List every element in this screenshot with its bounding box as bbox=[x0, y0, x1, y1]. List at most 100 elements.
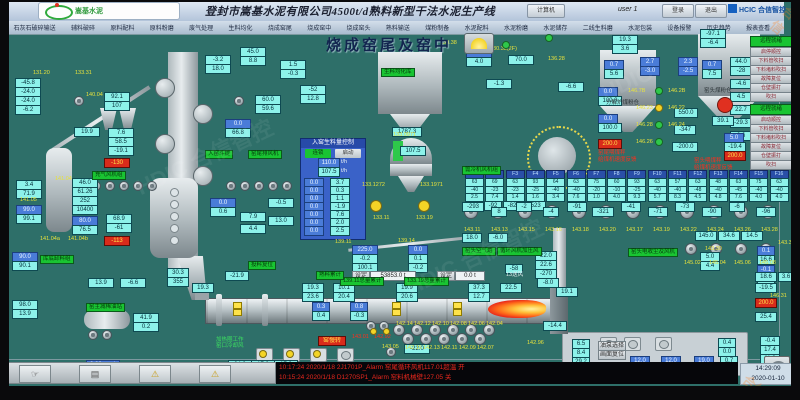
menu-item-15[interactable]: 二线生料磨 bbox=[582, 26, 613, 32]
menu-item-5[interactable]: 废气处理 bbox=[189, 26, 214, 32]
value-box: -0.5 bbox=[268, 198, 294, 208]
warning-icon[interactable]: ⚠ bbox=[139, 365, 171, 383]
equipment-tag: 145.04 bbox=[709, 260, 726, 266]
right-panel-button[interactable]: 吹扫 bbox=[750, 92, 792, 102]
value-box: -6.2 bbox=[15, 105, 41, 115]
right-panel-button[interactable]: 吹扫 bbox=[750, 160, 792, 170]
process-label: 窑头电收尘及风机 bbox=[628, 248, 679, 257]
value-box: 25.4 bbox=[755, 312, 777, 322]
value-box: 107.5 bbox=[318, 167, 340, 177]
equipment-tag: 140.04 bbox=[86, 92, 103, 98]
value-box: -71 bbox=[648, 207, 668, 217]
alarm-row[interactable]: 10:17:24 2020/1/18 2J1701P_Alarm 窑尾循环风机1… bbox=[279, 364, 465, 371]
equipment-tag: 142.07 bbox=[477, 345, 494, 351]
equipment-tag: 143.13 bbox=[491, 227, 508, 233]
interlock-button[interactable]: 连锁 bbox=[305, 149, 331, 158]
equipment-tag: 146.24 bbox=[668, 122, 685, 128]
value-box: 0.6 bbox=[210, 207, 236, 217]
value-box: -2 bbox=[516, 202, 532, 212]
equipment-tag: 145.06 bbox=[734, 260, 751, 266]
vessel-dot bbox=[170, 224, 179, 233]
value-box: -3.0 bbox=[640, 66, 660, 76]
indicator-circle-icon bbox=[341, 351, 351, 360]
motor-icon bbox=[254, 181, 264, 191]
warning-icon[interactable]: ⚠ bbox=[199, 365, 231, 383]
oil-station-tank bbox=[84, 310, 130, 329]
monitor-bezel-left bbox=[0, 0, 9, 400]
value-box: 200.0 bbox=[755, 298, 777, 308]
equipment-tag: 145.02 bbox=[684, 260, 701, 266]
screen-title: 烧成窑尾及窑中 bbox=[326, 37, 453, 54]
indicator-circle-icon bbox=[628, 340, 638, 349]
alarm-text: 窑尾喂煤秤 bbox=[598, 150, 626, 156]
fan-icon bbox=[465, 324, 477, 336]
logo-dot-icon bbox=[55, 3, 59, 7]
value-box: 39.1 bbox=[712, 116, 734, 126]
equipment-tag: 143.15 bbox=[518, 227, 535, 233]
panel-button[interactable]: 画面复位 bbox=[598, 350, 626, 360]
process-label: 循环风机加压风 bbox=[497, 247, 542, 256]
equipment-tag: 133.1272 bbox=[362, 182, 385, 188]
cursor-tool-icon[interactable]: ▤ bbox=[79, 365, 111, 383]
menu-item-1[interactable]: 石灰石破碎输送 bbox=[13, 26, 56, 32]
fan-icon bbox=[483, 324, 495, 336]
alarm-list[interactable]: 10:17:24 2020/1/18 2J1701P_Alarm 窑尾循环风机1… bbox=[276, 362, 738, 384]
logo-text: 嵩基水泥 bbox=[75, 8, 103, 15]
menu-item-4[interactable]: 原料粉磨 bbox=[149, 26, 174, 32]
kiln-tyre-mark-icon bbox=[233, 309, 242, 316]
value-box: 窑慢转 bbox=[318, 336, 346, 346]
menu-item-12[interactable]: 水泥配料 bbox=[464, 26, 489, 32]
menu-item-10[interactable]: 熟料输送 bbox=[385, 26, 410, 32]
kiln-tyre-mark-icon bbox=[233, 302, 242, 309]
menu-item-9[interactable]: 烧成窑头 bbox=[346, 26, 371, 32]
status-dot-icon bbox=[259, 350, 267, 358]
panel-indicator bbox=[655, 337, 672, 351]
text-label: t/h bbox=[341, 168, 348, 174]
value-box: 7.5 bbox=[702, 69, 722, 79]
menu-item-16[interactable]: 水泥包装 bbox=[628, 26, 653, 32]
menu-item-3[interactable]: 原料配料 bbox=[110, 26, 135, 32]
value-box: 10400 bbox=[72, 205, 98, 215]
monitor-button[interactable]: 计算机 bbox=[527, 4, 565, 18]
value-box: 0.0 bbox=[304, 226, 324, 236]
grid-cell: 4.0 bbox=[769, 193, 789, 202]
cursor-tool-icon[interactable]: ☞ bbox=[19, 365, 51, 383]
value-box: -113 bbox=[104, 236, 130, 246]
equipment-tag: 146.31 bbox=[770, 293, 787, 299]
menu-item-14[interactable]: 水泥储存 bbox=[543, 26, 568, 32]
status-dot-icon bbox=[717, 97, 733, 113]
value-box: 14.5 bbox=[741, 231, 763, 241]
equipment-tag: 142.14 bbox=[396, 321, 413, 327]
start-button[interactable]: 启动 bbox=[335, 149, 361, 158]
menu-item-19[interactable]: 报表查看 bbox=[746, 26, 771, 32]
vessel-dot bbox=[170, 236, 179, 245]
value-box: -6.6 bbox=[558, 82, 584, 92]
value-box: 23.6 bbox=[302, 292, 324, 302]
menu-item-2[interactable]: 辅料破碎 bbox=[71, 26, 96, 32]
cyclone-c3 bbox=[155, 134, 175, 154]
motor-icon bbox=[234, 96, 244, 106]
menu-item-13[interactable]: 水泥粉磨 bbox=[503, 26, 528, 32]
value-box: -6.4 bbox=[700, 38, 726, 48]
fan-icon bbox=[474, 333, 486, 345]
equipment-tag: 136.28 bbox=[548, 56, 565, 62]
login-button[interactable]: 登录 bbox=[662, 4, 694, 18]
equipment-tag: 143.18 bbox=[572, 227, 589, 233]
value-box: -293 bbox=[462, 202, 484, 212]
menu-item-17[interactable]: 设备报警 bbox=[667, 26, 692, 32]
equipment-tag: 143.26 bbox=[734, 227, 751, 233]
logout-button[interactable]: 退出 bbox=[695, 4, 727, 18]
alarm-lamp-button[interactable] bbox=[464, 33, 494, 54]
value-box: -6.0 bbox=[488, 233, 508, 243]
value-box: -4 bbox=[543, 207, 559, 217]
value-box: 71.9 bbox=[16, 189, 42, 199]
equipment-tag: 146.28 bbox=[636, 122, 653, 128]
motor-icon bbox=[268, 181, 278, 191]
equipment-tag: 143.05 bbox=[382, 344, 399, 350]
menu-item-11[interactable]: 煤粉制备 bbox=[425, 26, 450, 32]
menu-item-7[interactable]: 烧成窑尾 bbox=[267, 26, 292, 32]
alarm-row[interactable]: 10:15:24 2020/1/18 D1270SP1_Alarm 窑料机械壁1… bbox=[279, 374, 452, 381]
menu-item-8[interactable]: 烧成窑中 bbox=[307, 26, 332, 32]
menu-item-6[interactable]: 生料均化 bbox=[228, 26, 253, 32]
equipment-tag: 143.38 bbox=[778, 240, 795, 246]
